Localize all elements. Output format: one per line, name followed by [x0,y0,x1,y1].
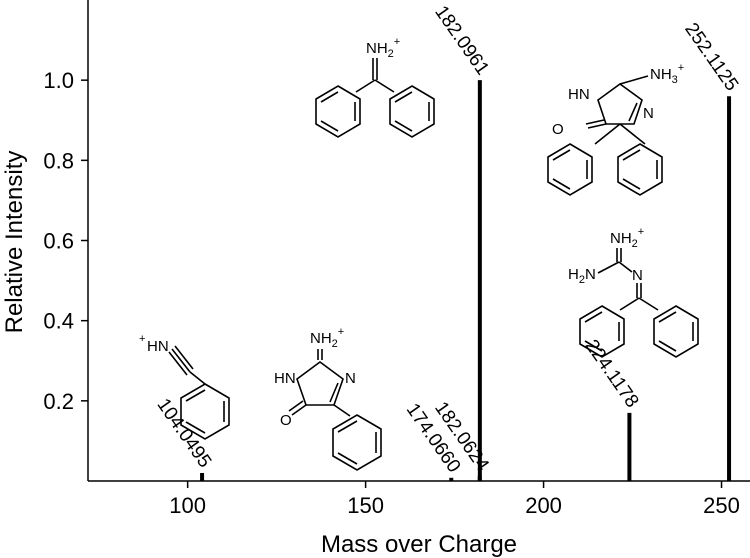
structure-diphenylmethaniminium: NH2+ [315,36,435,138]
peaks [200,80,732,481]
peak-label: 252.1125 [680,19,742,95]
structure-guanidinium: NH2+ H2N N [568,226,699,358]
x-tick-label: 250 [703,493,740,518]
peak-label: 224.1178 [581,336,643,412]
x-tick-label: 100 [169,493,206,518]
x-tick-label: 150 [347,493,384,518]
x-axis-title: Mass over Charge [321,531,517,558]
s5-n-label: N [643,105,654,122]
structure-aminoimidazolone-phenyl: NH2+ HN N O [274,326,382,471]
s3-nh2-label: NH2+ [366,36,400,60]
s1-hn-label: HN [147,338,169,355]
y-axis-title: Relative Intensity [1,151,28,334]
s2-nh2-label: NH2+ [310,326,344,350]
s2-o-label: O [280,412,292,429]
s4-n-label: N [632,267,643,284]
peak-label: 182.0961 [430,2,493,79]
y-tick-label: 0.4 [43,309,74,334]
structure-benzonitrilium: + HN [139,333,230,440]
s4-nh2-label: NH2+ [610,226,644,250]
y-tick-label: 0.6 [43,229,74,254]
s5-nh3-label: NH3+ [650,62,684,86]
peak-label: 104.0495 [153,395,216,472]
s2-hn-label: HN [274,370,296,387]
y-ticks: 0.2 0.4 0.6 0.8 1.0 [43,68,88,414]
x-ticks: 100 150 200 250 [169,481,740,518]
y-tick-label: 1.0 [43,68,74,93]
x-tick-label: 200 [525,493,562,518]
s4-h2n-label: H2N [568,266,596,286]
structure-diphenyl-aminoimidazolone: HN NH3+ N O [547,62,684,196]
s5-o-label: O [552,121,564,138]
s2-n-label: N [345,370,356,387]
s5-hn-label: HN [568,86,590,103]
y-tick-label: 0.2 [43,389,74,414]
y-tick-label: 0.8 [43,148,74,173]
s1-charge: + [139,333,145,345]
